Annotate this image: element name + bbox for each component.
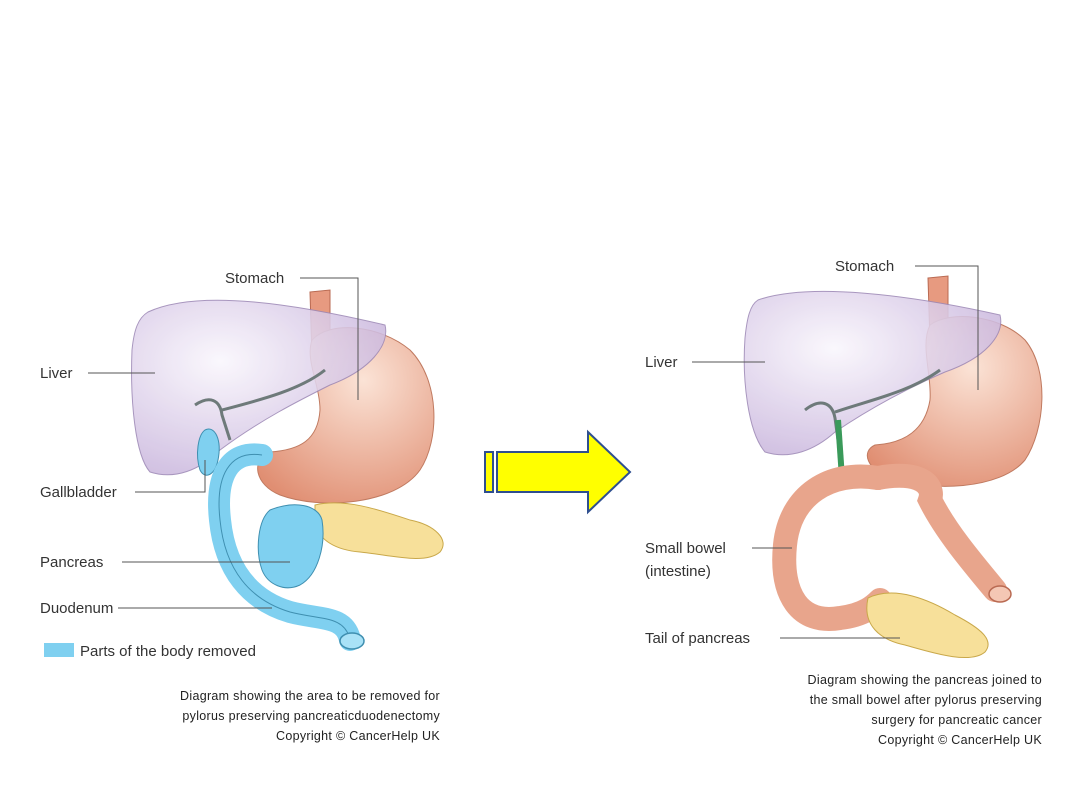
caption-right-line-3: surgery for pancreatic cancer: [871, 713, 1042, 727]
label-stomach-left: Stomach: [225, 270, 284, 287]
duodenum-end: [339, 632, 365, 650]
label-stomach-right: Stomach: [835, 258, 894, 275]
caption-left-line-1: Diagram showing the area to be removed f…: [180, 689, 440, 703]
caption-left-line-3: Copyright © CancerHelp UK: [276, 729, 440, 743]
small-bowel-right-limb: [866, 463, 1007, 602]
caption-right-line-4: Copyright © CancerHelp UK: [878, 733, 1042, 747]
liver: [131, 299, 387, 476]
label-liver-right: Liver: [645, 354, 678, 371]
leader-stomach: [300, 277, 359, 400]
legend-swatch: [44, 643, 74, 657]
gallbladder: [197, 428, 220, 476]
transition-arrow: [484, 429, 632, 515]
stomach: [257, 327, 435, 504]
legend-text: Parts of the body removed: [80, 643, 256, 660]
small-bowel-end: [988, 585, 1012, 603]
bile-duct-right: [804, 368, 941, 441]
right-diagram: Stomach Liver Small bowel (intestine) Ta…: [645, 258, 1043, 747]
label-pancreas: Pancreas: [40, 554, 103, 571]
label-gallbladder: Gallbladder: [40, 484, 117, 501]
arrow-icon: [496, 429, 632, 515]
arrow-bar: [484, 451, 494, 493]
bile-duct: [194, 368, 326, 441]
pancreas-tail: [314, 502, 444, 559]
caption-right-line-2: the small bowel after pylorus preserving: [810, 693, 1042, 707]
label-duodenum: Duodenum: [40, 600, 113, 617]
duodenum-outline: [218, 453, 351, 641]
leader-stomach-right: [915, 265, 979, 390]
left-diagram: Stomach Liver Gallbladder Pancreas Duode…: [40, 270, 444, 743]
label-liver-left: Liver: [40, 365, 73, 382]
label-small-bowel: Small bowel: [645, 540, 726, 557]
small-bowel: [772, 464, 892, 631]
label-tail-of-pancreas: Tail of pancreas: [645, 630, 750, 647]
tail-of-pancreas: [866, 592, 989, 659]
label-intestine: (intestine): [645, 563, 711, 580]
pancreas-head: [257, 504, 324, 589]
leader-gallbladder: [135, 460, 206, 493]
caption-right-line-1: Diagram showing the pancreas joined to: [808, 673, 1042, 687]
caption-left-line-2: pylorus preserving pancreaticduodenectom…: [182, 709, 440, 723]
